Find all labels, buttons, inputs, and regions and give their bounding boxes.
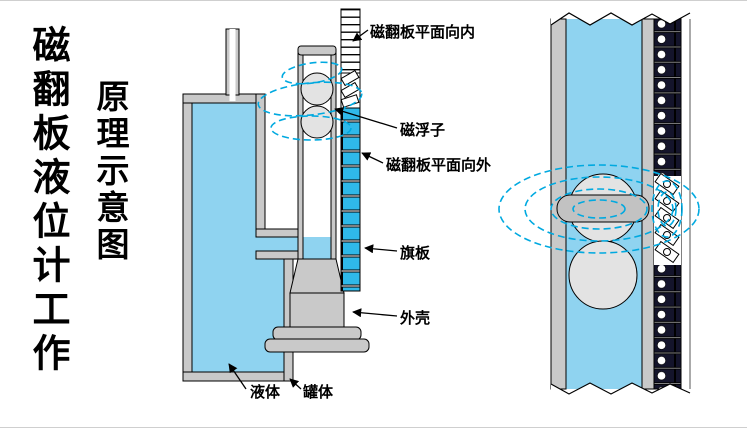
break-top-edge: [550, 12, 691, 26]
leader-float: [334, 107, 398, 129]
leader-shell: [352, 308, 398, 318]
magnetic-float-lower-sphere: [300, 105, 334, 139]
magnetic-float-upper-sphere: [300, 72, 334, 106]
flipping-flaps: [340, 69, 360, 108]
base-cylinder: [289, 292, 345, 330]
leader-flag-plate: [364, 244, 398, 254]
tank-wall-right-upper: [255, 93, 266, 238]
break-bottom-mask: [551, 383, 690, 403]
label-liquid: 液体: [250, 383, 281, 401]
gauge-tube-liquid: [303, 237, 331, 259]
tank-wall-left: [182, 93, 193, 382]
nozzle-wall-top: [255, 228, 303, 238]
break-bottom-edge: [550, 382, 691, 395]
nozzle-liquid: [256, 237, 302, 251]
label-flag-plate: 旗板: [400, 244, 431, 262]
break-top-mask: [551, 5, 690, 25]
base-flange-lower: [264, 338, 370, 353]
labels: 磁翻板平面向内 磁浮子 磁翻板平面向外 旗板 外壳 液体 罐体: [228, 23, 491, 401]
nozzle-wall-bottom: [255, 250, 303, 260]
flaps-facing-outward: [340, 107, 361, 292]
leader-tank: [289, 378, 302, 390]
tank-liquid-lower-right: [256, 259, 284, 373]
label-flap-inward: 磁翻板平面向内: [370, 23, 475, 41]
label-flap-outward: 磁翻板平面向外: [386, 156, 491, 174]
indicator-rail: [340, 8, 361, 292]
base-flange-upper: [272, 326, 362, 341]
leader-flap-inward: [352, 29, 369, 42]
flaps-facing-inward: [340, 8, 361, 74]
leader-liquid: [228, 363, 247, 390]
level-gauge-column: [264, 45, 370, 353]
label-float: 磁浮子: [400, 121, 445, 139]
gauge-tube-cap: [297, 45, 337, 56]
label-tank: 罐体: [302, 383, 334, 401]
subtitle-vertical: 原理示意图: [92, 79, 129, 264]
magnetic-field-middle: [257, 61, 363, 141]
tank-liquid: [192, 103, 256, 373]
detail-view: [550, 5, 691, 403]
leader-flap-outward: [361, 152, 384, 164]
top-vent-pipe-bore: [229, 29, 236, 101]
label-shell: 外壳: [399, 309, 430, 327]
magnetic-field-detail: [498, 164, 700, 254]
main-title-vertical: 磁翻板液位计工作: [26, 25, 68, 377]
tank-wall-top: [182, 93, 266, 104]
base-funnel: [289, 258, 345, 294]
